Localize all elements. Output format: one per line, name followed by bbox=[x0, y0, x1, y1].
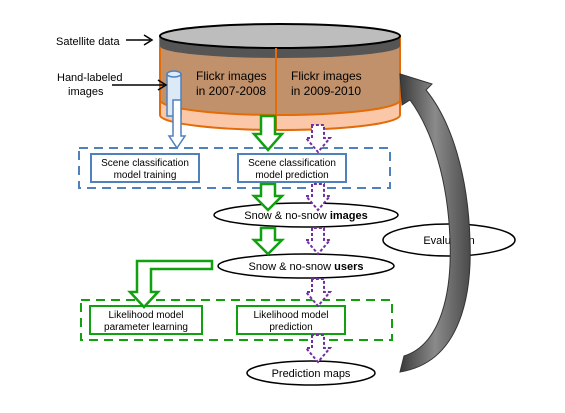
scene-prediction-box bbox=[237, 153, 347, 183]
purple-arrow-to-likelihood-prediction bbox=[303, 278, 333, 308]
likelihood-model-group bbox=[80, 299, 393, 341]
blue-arrow-training bbox=[167, 99, 187, 150]
purple-arrow-to-users bbox=[303, 227, 333, 256]
green-arrow-to-users bbox=[250, 226, 286, 256]
db-right-line2: in 2009-2010 bbox=[291, 84, 361, 98]
likelihood-learning-line2: parameter learning bbox=[104, 322, 188, 333]
snow-users-node bbox=[217, 253, 395, 279]
scene-prediction-line1: Scene classification bbox=[248, 158, 336, 169]
satellite-arrow bbox=[126, 34, 154, 46]
scene-training-box bbox=[90, 153, 200, 183]
likelihood-prediction-box bbox=[236, 305, 346, 335]
snow-images-label: Snow & no-snow images bbox=[244, 210, 368, 222]
snow-images-node bbox=[213, 202, 399, 228]
scene-training-line1: Scene classification bbox=[101, 158, 189, 169]
likelihood-learning-line1: Likelihood model bbox=[108, 310, 183, 321]
scene-training-line2: model training bbox=[114, 170, 177, 181]
green-arrow-db-to-prediction bbox=[251, 114, 285, 152]
scene-prediction-line2: model prediction bbox=[255, 170, 328, 181]
green-elbow-arrow-to-learning bbox=[127, 259, 214, 309]
flickr-database bbox=[159, 23, 401, 131]
hand-labeled-arrow bbox=[112, 79, 168, 91]
hand-labeled-line1: Hand-labeled bbox=[57, 72, 122, 84]
db-right-line1: Flickr images bbox=[291, 69, 362, 83]
prediction-maps-node bbox=[246, 360, 376, 386]
likelihood-learning-box bbox=[89, 305, 203, 335]
hand-labeled-line2: images bbox=[68, 86, 104, 98]
purple-arrow-db-to-prediction bbox=[303, 124, 333, 154]
scene-classification-group bbox=[78, 147, 391, 189]
db-left-line2: in 2007-2008 bbox=[196, 84, 266, 98]
snow-users-label: Snow & no-snow users bbox=[249, 261, 364, 273]
evaluation-feedback-arrow bbox=[399, 73, 471, 373]
satellite-data-label: Satellite data bbox=[56, 36, 120, 48]
prediction-maps-label: Prediction maps bbox=[272, 368, 351, 380]
db-left-line1: Flickr images bbox=[196, 69, 267, 83]
green-arrow-to-images bbox=[250, 182, 286, 212]
purple-arrow-to-prediction-maps bbox=[303, 334, 333, 364]
purple-arrow-to-images bbox=[303, 183, 333, 212]
likelihood-prediction-line1: Likelihood model bbox=[253, 310, 328, 321]
likelihood-prediction-line2: prediction bbox=[269, 322, 312, 333]
